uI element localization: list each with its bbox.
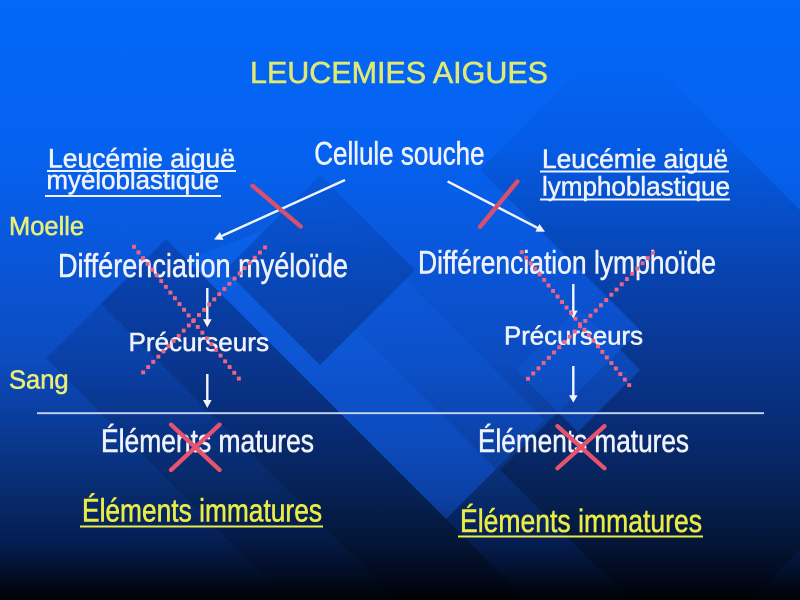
- svg-text:myéloblastique: myéloblastique: [47, 165, 220, 195]
- svg-text:Différenciation lymphoïde: Différenciation lymphoïde: [418, 245, 716, 281]
- svg-text:Différenciation myéloïde: Différenciation myéloïde: [58, 247, 348, 284]
- svg-text:Leucémie aiguë: Leucémie aiguë: [48, 144, 235, 174]
- svg-text:Éléments matures: Éléments matures: [478, 423, 689, 459]
- svg-text:Cellule souche: Cellule souche: [314, 136, 484, 172]
- svg-text:Éléments matures: Éléments matures: [101, 423, 314, 459]
- svg-text:Éléments immatures: Éléments immatures: [460, 503, 702, 539]
- svg-text:Sang: Sang: [9, 367, 69, 395]
- svg-text:Précurseurs: Précurseurs: [129, 327, 270, 357]
- svg-text:Éléments immatures: Éléments immatures: [82, 493, 322, 529]
- svg-text:LEUCEMIES AIGUES: LEUCEMIES AIGUES: [250, 56, 548, 90]
- svg-text:lymphoblastique: lymphoblastique: [542, 171, 730, 201]
- svg-text:Précurseurs: Précurseurs: [504, 320, 643, 350]
- svg-text:Moelle: Moelle: [9, 213, 84, 241]
- svg-text:Leucémie aiguë: Leucémie aiguë: [542, 144, 728, 174]
